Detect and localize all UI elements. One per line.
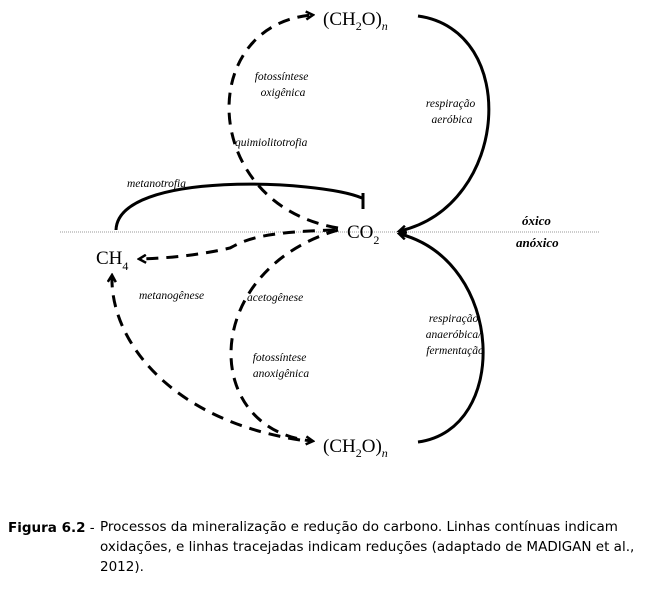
label-fotossintese-oxigenica: fotossíntese oxigênica	[255, 71, 312, 99]
label-respiracao-aerobica: respiração aeróbica	[426, 98, 478, 126]
figure-caption: Figura 6.2 - Processos da mineralização …	[8, 517, 664, 575]
arrow-fotossintese-anoxigenica	[229, 228, 339, 441]
arrow-respiracao-anaerobica	[400, 234, 485, 444]
node-ch2o-top: (CH2O)n	[323, 9, 388, 33]
label-metanogenese: metanogênese	[139, 290, 204, 302]
node-co2: CO2	[347, 222, 379, 247]
node-ch4: CH4	[96, 248, 128, 273]
label-acetogenese: acetogênese	[247, 292, 303, 304]
arrow-metanotrofia	[114, 182, 363, 231]
zone-oxic: óxico	[522, 213, 551, 228]
caption-label: Figura 6.2	[8, 520, 86, 536]
label-fotossintese-anoxigenica: fotossíntese anoxigênica	[253, 352, 310, 380]
arrow-respiracao-aerobica	[400, 14, 491, 231]
arrow-fotossintese-oxigenica	[227, 15, 339, 230]
arrow-co2-to-ch4	[140, 228, 336, 259]
zone-anoxic: anóxico	[516, 235, 559, 250]
caption-text: Processos da mineralização e redução do …	[100, 519, 635, 575]
node-ch2o-bottom: (CH2O)n	[323, 436, 388, 460]
caption-separator: -	[85, 520, 95, 536]
label-respiracao-anaerobica: respiração anaeróbica/ fermentação	[426, 313, 484, 357]
arrow-metanogenese	[112, 276, 301, 442]
carbon-cycle-diagram: (CH2O)n CO2 CH4 (CH2O)n óxico anóxico fo…	[60, 9, 600, 460]
label-quimiolitotrofia: quimiolitotrofia	[235, 137, 308, 149]
label-metanotrofia: metanotrofia	[127, 178, 186, 190]
